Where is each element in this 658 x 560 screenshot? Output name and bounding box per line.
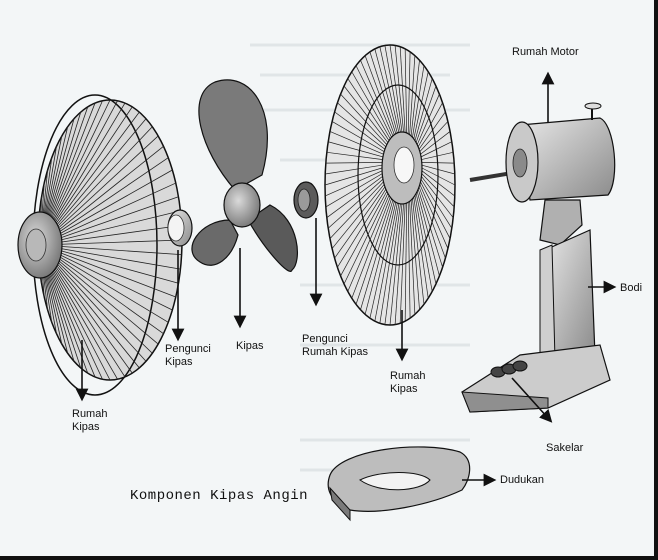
back-guard — [17, 94, 183, 396]
diagram-caption: Komponen Kipas Angin — [130, 488, 309, 504]
fan-body — [539, 199, 596, 363]
label-arrows — [75, 71, 617, 487]
motor-housing — [469, 102, 616, 203]
front-guard — [324, 44, 456, 326]
label-pengunci-kipas: Pengunci Kipas — [165, 343, 211, 368]
stand-foot — [327, 446, 471, 522]
label-rumah-kipas-front: Rumah Kipas — [390, 370, 426, 395]
label-dudukan: Dudukan — [500, 474, 545, 486]
label-rumah-kipas-back: Rumah Kipas — [72, 408, 108, 433]
label-rumah-motor: Rumah Motor — [512, 46, 579, 58]
fan-blades — [191, 79, 298, 272]
blade-lock-cap — [167, 209, 193, 247]
fan-base — [461, 344, 611, 413]
label-kipas: Kipas — [236, 340, 264, 352]
label-sakelar: Sakelar — [546, 442, 584, 454]
label-pengunci-rumah-kipas: Pengunci Rumah Kipas — [302, 333, 369, 358]
guard-lock-ring — [293, 181, 319, 219]
label-bodi: Bodi — [620, 282, 643, 294]
